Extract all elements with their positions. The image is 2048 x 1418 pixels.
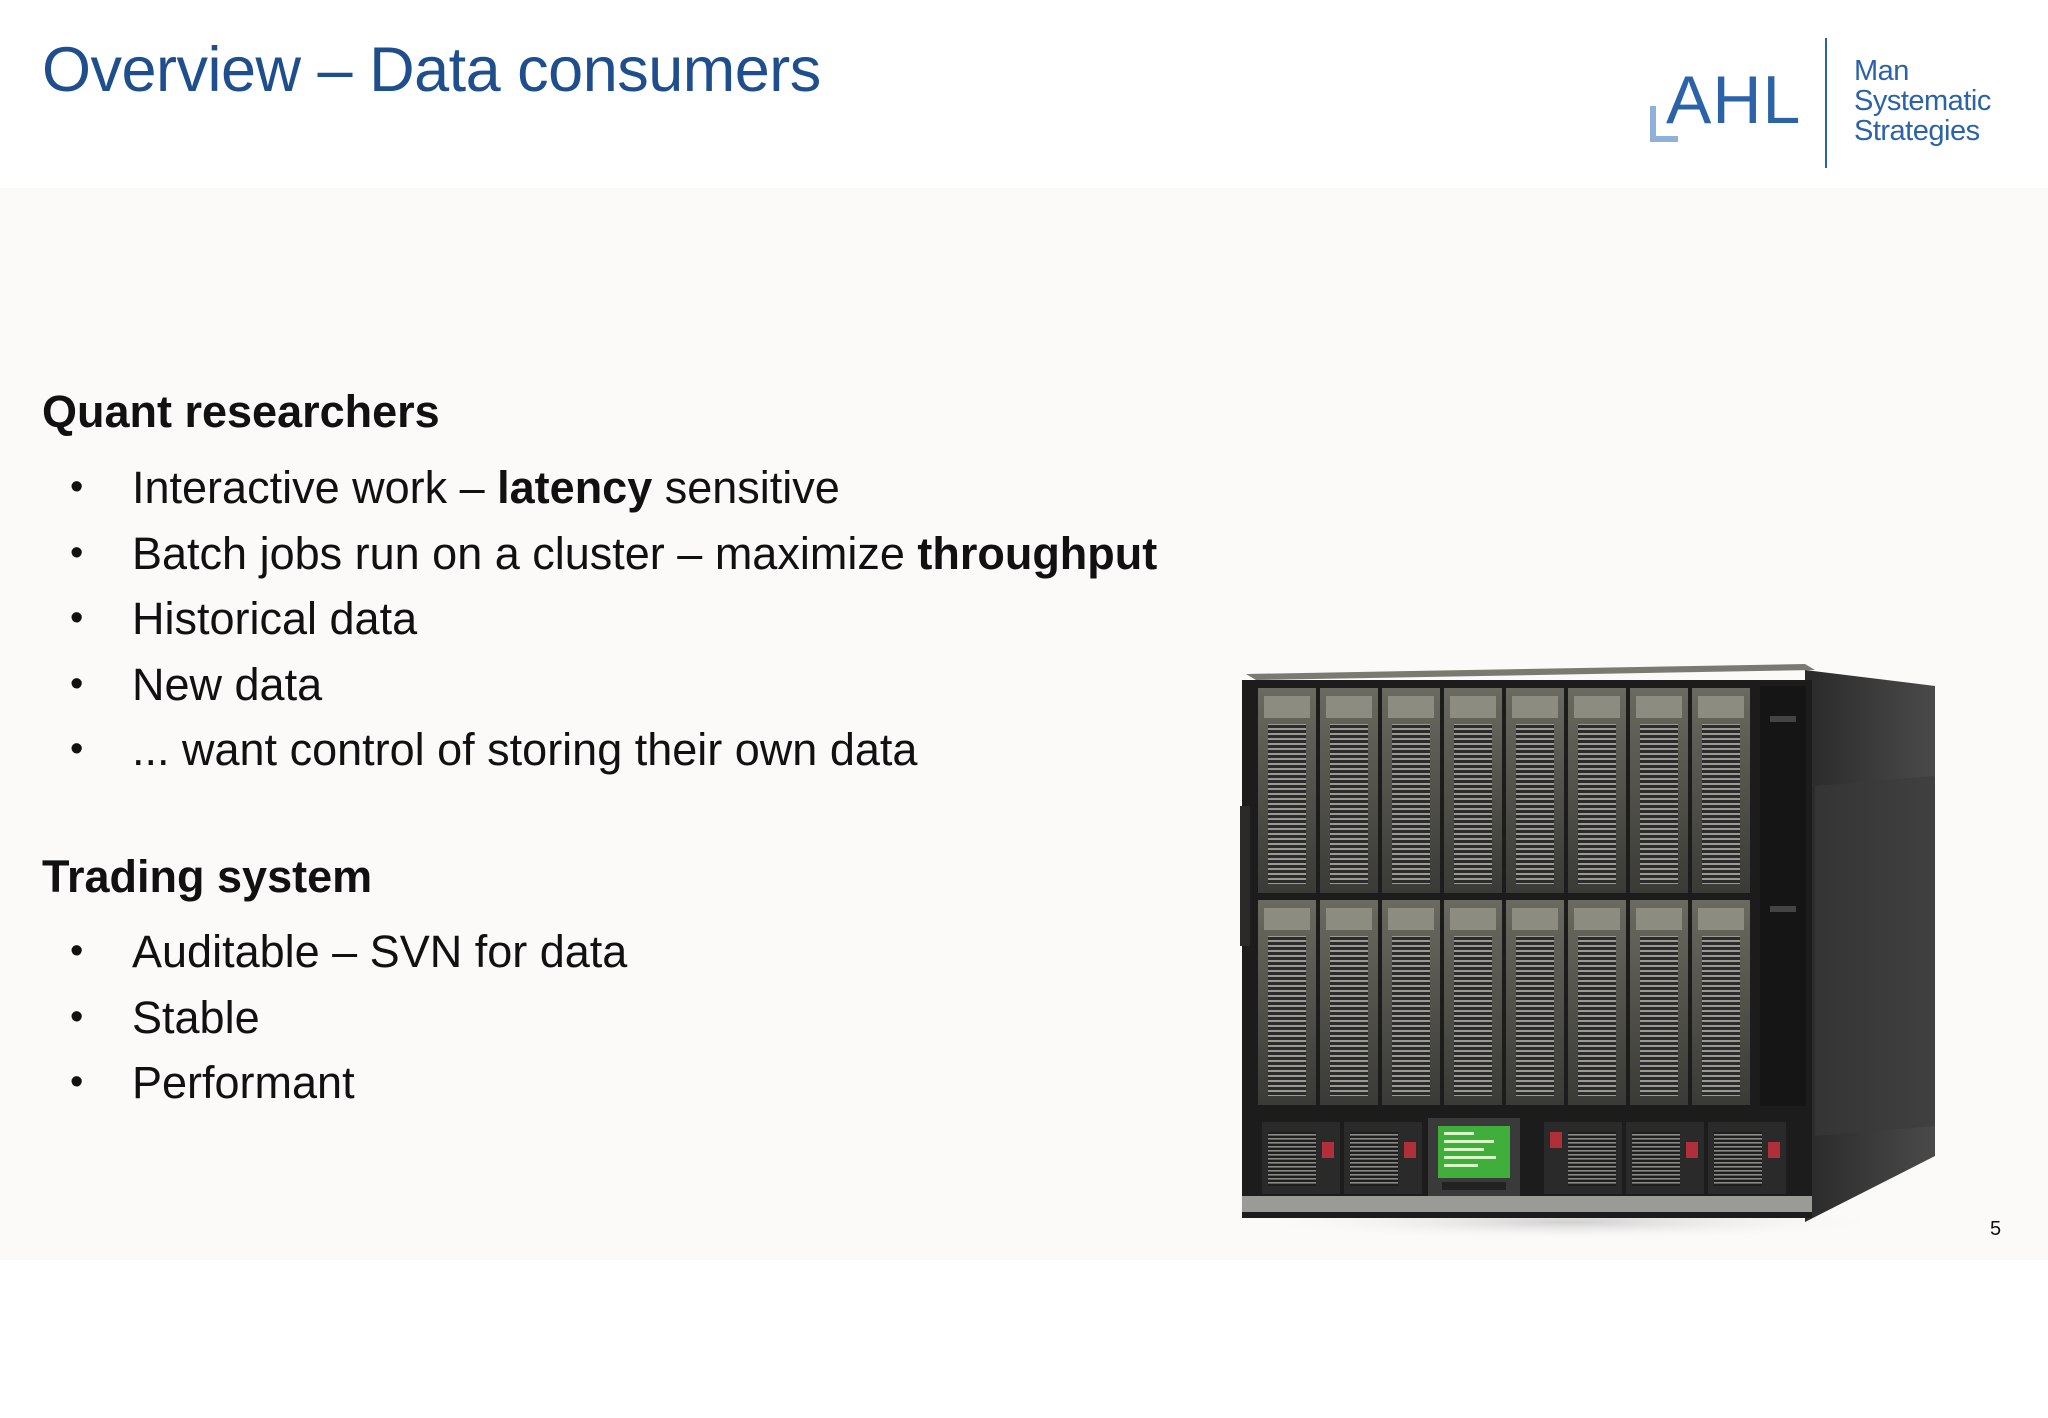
section-heading-quant-researchers: Quant researchers — [42, 386, 440, 437]
blade-row-top — [1258, 688, 1750, 893]
bullet-item: •... want control of storing their own d… — [0, 717, 1157, 783]
bullet-dot-icon: • — [70, 930, 84, 972]
slide-footer-area — [0, 1260, 2048, 1418]
slide-header: Overview – Data consumers AHL Man System… — [0, 0, 2048, 188]
logo-line-3: Strategies — [1854, 115, 1980, 147]
bullet-item: •Auditable – SVN for data — [0, 919, 627, 985]
logo-bracket-icon — [1650, 106, 1678, 142]
bullet-item: •Performant — [0, 1050, 627, 1116]
logo-wordmark: AHL — [1666, 62, 1802, 138]
slide-title: Overview – Data consumers — [42, 35, 821, 105]
bullet-item: •New data — [0, 652, 1157, 718]
bullet-dot-icon: • — [70, 995, 84, 1038]
bullet-dot-icon: • — [70, 1061, 84, 1103]
section-heading-trading-system: Trading system — [42, 851, 373, 902]
bullet-dot-icon: • — [70, 597, 84, 639]
enclosure-handle-left — [1240, 806, 1250, 946]
bullet-dot-icon: • — [70, 728, 84, 770]
ahl-logo: AHL Man Systematic Strategies — [1640, 34, 2010, 170]
bullet-dot-icon: • — [70, 531, 84, 574]
logo-tagline: Man Systematic Strategies — [1854, 56, 1991, 146]
interconnect-bay — [1760, 686, 1806, 1106]
bullet-item: •Interactive work – latency sensitive — [0, 455, 1157, 521]
trading-system-bullets: •Auditable – SVN for data •Stable •Perfo… — [0, 919, 627, 1116]
blade-row-bottom — [1258, 900, 1750, 1105]
logo-divider — [1825, 38, 1827, 168]
bullet-dot-icon: • — [70, 662, 84, 705]
emphasis: latency — [497, 462, 653, 513]
bullet-item: •Stable — [0, 985, 627, 1051]
quant-researchers-bullets: •Interactive work – latency sensitive •B… — [0, 455, 1157, 783]
enclosure-base-rail — [1242, 1196, 1812, 1212]
power-supply-row — [1262, 1118, 1786, 1196]
bullet-dot-icon: • — [70, 466, 84, 508]
onboard-lcd-display — [1428, 1118, 1520, 1196]
logo-line-1: Man — [1854, 55, 1909, 87]
enclosure-top-edge — [1246, 664, 1815, 680]
logo-line-2: Systematic — [1854, 85, 1991, 117]
blade-server-image — [1240, 664, 1935, 1240]
bullet-item: •Batch jobs run on a cluster – maximize … — [0, 521, 1157, 587]
bullet-item: •Historical data — [0, 586, 1157, 652]
emphasis: throughput — [917, 527, 1158, 579]
page-number: 5 — [1990, 1218, 2002, 1240]
